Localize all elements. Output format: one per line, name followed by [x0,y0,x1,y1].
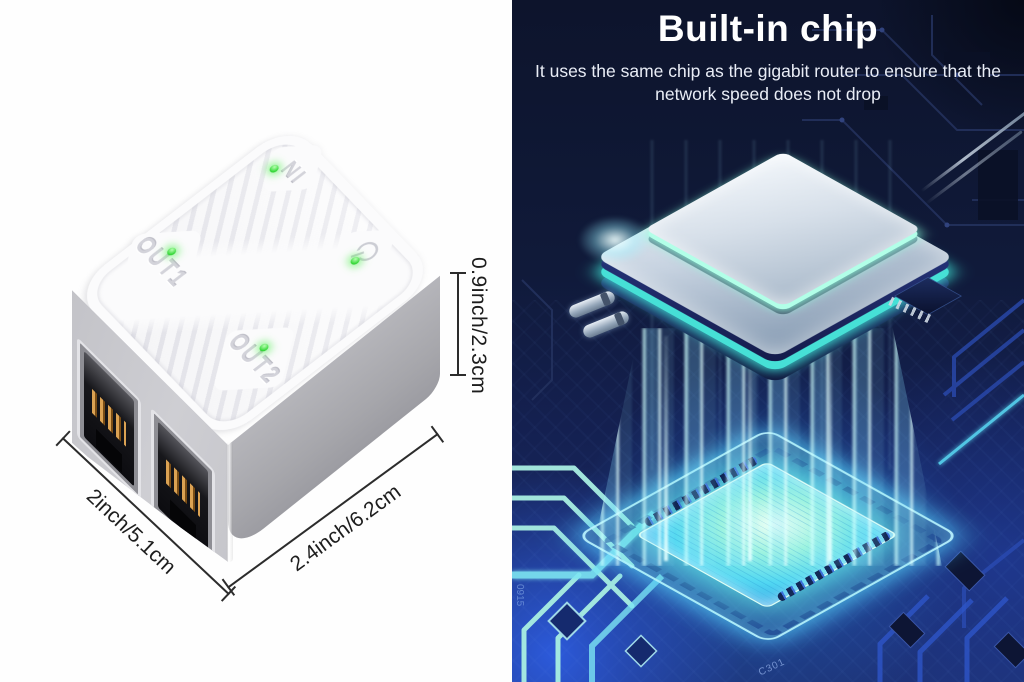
board-silkscreen-label: 0915 [514,584,525,607]
height-dimension-line [450,272,466,376]
splitter-photo-panel: IN OUT1 OUT2 [0,0,512,682]
light-beam [828,336,832,561]
edge-highlight-glow [578,216,652,264]
page-subtitle: It uses the same chip as the gigabit rou… [512,60,1024,106]
light-beam [664,336,668,561]
light-beam [748,336,752,561]
height-dimension-label: 0.9inch/2.3cm [467,257,490,395]
device-corner-edge [226,442,233,562]
subtitle-line-2: network speed does not drop [655,84,881,104]
subtitle-line-1: It uses the same chip as the gigabit rou… [535,61,1001,81]
chip-feature-panel: Built-in chip It uses the same chip as t… [512,0,1024,682]
circuit-board-svg [512,15,1024,682]
page-title: Built-in chip [657,8,879,49]
